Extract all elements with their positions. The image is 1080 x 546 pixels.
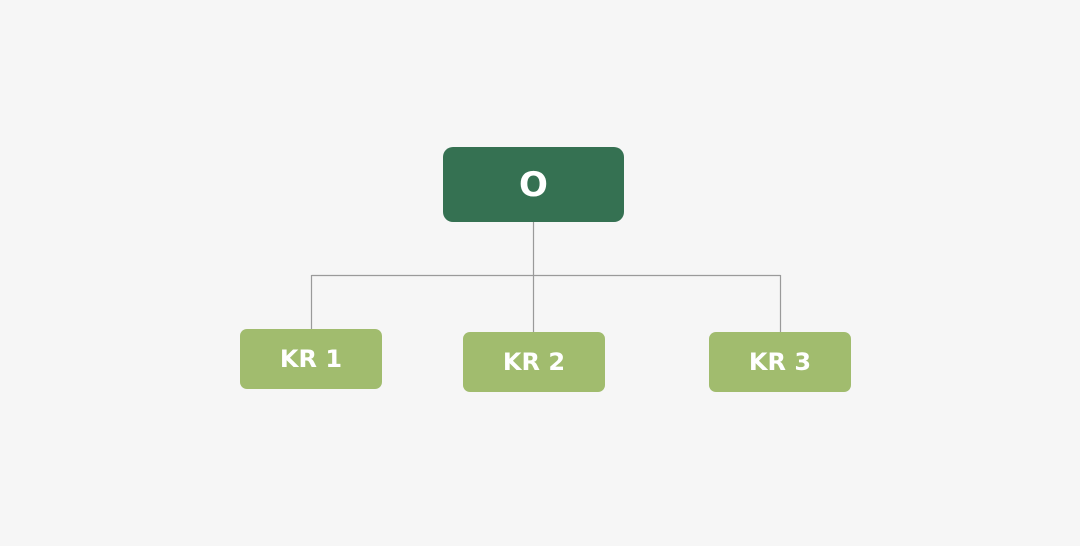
objective-label: O xyxy=(519,164,548,205)
key-result-label-2: KR 2 xyxy=(502,348,566,376)
key-result-label-1: KR 1 xyxy=(279,345,343,373)
key-result-node-2: KR 2 xyxy=(463,332,605,392)
key-result-node-3: KR 3 xyxy=(709,332,851,392)
key-result-node-1: KR 1 xyxy=(240,329,382,389)
key-result-label-3: KR 3 xyxy=(748,348,812,376)
objective-node: O xyxy=(443,147,624,222)
